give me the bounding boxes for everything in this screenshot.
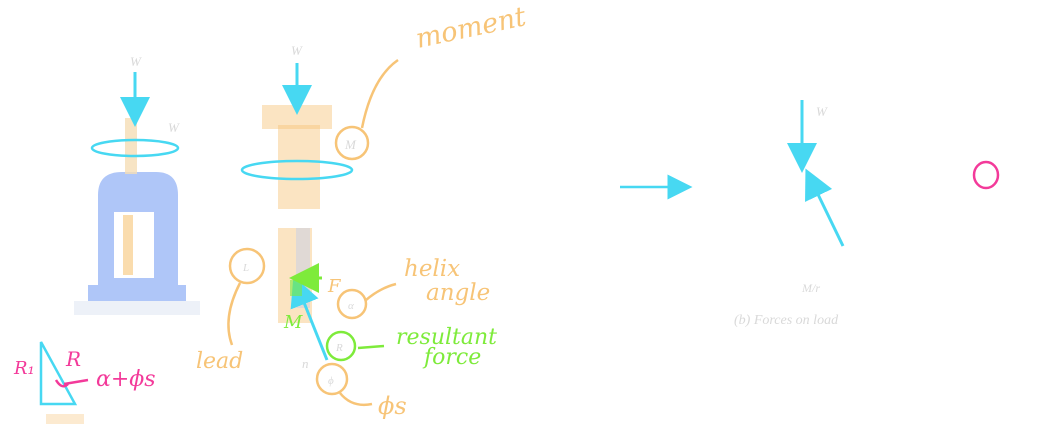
helix-circle: [336, 288, 368, 320]
force-triangle: R₁ R α+ϕs: [13, 341, 156, 424]
m-green-label: M: [283, 312, 303, 333]
right-caption: (b) Forces on load: [734, 313, 839, 328]
triangle-angle-arc: [54, 379, 69, 388]
jack-floor: [74, 301, 200, 315]
phi-leader: [339, 392, 373, 407]
resultant-arrow: [290, 276, 329, 361]
resultant-circle: [325, 330, 357, 362]
n-label: n: [302, 356, 309, 371]
resultant-label-1: resultant: [396, 325, 497, 350]
right-diagonal-arrow: [805, 168, 845, 247]
triangle-shape: [39, 341, 78, 406]
helix-label-1: helix: [404, 256, 460, 282]
right-panel: W M/r (b) Forces on load: [620, 100, 1000, 328]
circle-mark: [972, 160, 1000, 190]
jack-spindle: [125, 118, 137, 174]
right-caption-small: M/r: [801, 281, 820, 295]
force-f-label: F: [327, 276, 342, 297]
moment-label: moment: [413, 1, 529, 55]
resultant-circle-symbol: R: [335, 342, 343, 354]
triangle-pointer: [63, 378, 89, 386]
lead-circle-symbol: L: [242, 262, 249, 274]
lead-leader: [227, 282, 242, 346]
resultant-leader: [357, 344, 385, 350]
moment-circle-symbol: M: [344, 137, 357, 152]
jack-window: [114, 212, 154, 278]
jack-rotation-arrow: [90, 138, 180, 158]
triangle-formula: α+ϕs: [96, 367, 156, 392]
moment-circle: [334, 125, 370, 161]
jack-side-label: W: [168, 120, 180, 135]
screw-rotation-arrow: [240, 159, 354, 181]
screw-load-label: W: [291, 43, 303, 58]
triangle-r1: R₁: [13, 358, 35, 379]
phi-circle-symbol: ϕ: [328, 375, 334, 387]
triangle-ground: [46, 414, 84, 424]
screw-upper-shaft: [278, 125, 320, 209]
green-patch: [290, 280, 302, 296]
resultant-label-2: force: [422, 345, 481, 370]
triangle-r: R: [65, 347, 81, 371]
screw-jack-left: W W: [74, 54, 200, 315]
screw-center: W F M n: [240, 43, 354, 371]
helix-circle-symbol: α: [348, 300, 354, 312]
right-force-label: W: [816, 104, 828, 119]
lead-label: lead: [196, 349, 243, 374]
jack-base: [88, 285, 186, 301]
helix-leader: [365, 282, 397, 301]
lead-circle: [228, 247, 266, 285]
green-annotations: R resultant force: [325, 325, 497, 370]
jack-load-label: W: [130, 54, 142, 69]
jack-screw-thread: [123, 215, 133, 275]
moment-leader: [360, 58, 399, 129]
helix-label-2: angle: [426, 280, 490, 306]
phi-circle: [315, 362, 349, 396]
phi-s-label: ϕs: [378, 392, 407, 420]
